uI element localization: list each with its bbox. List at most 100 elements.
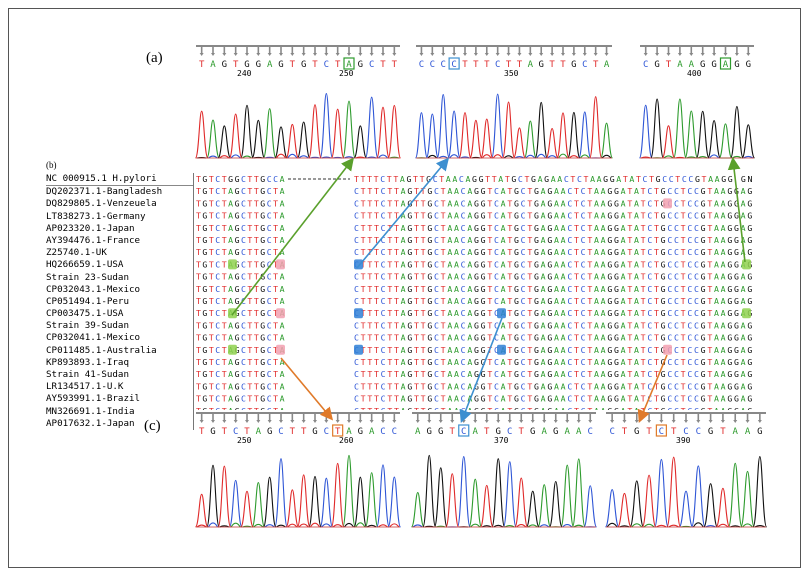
ruler-tick-arrow	[369, 53, 374, 56]
aligned-base: A	[454, 394, 459, 404]
aligned-base: T	[681, 259, 686, 269]
aligned-base: G	[734, 333, 739, 343]
aligned-base: G	[514, 284, 519, 294]
aligned-base: T	[707, 308, 712, 318]
aligned-base: A	[721, 369, 726, 379]
aligned-base: T	[254, 211, 259, 221]
aligned-base: C	[241, 381, 246, 391]
aligned-base: A	[714, 357, 719, 367]
aligned-base: A	[401, 357, 406, 367]
aligned-base: T	[247, 235, 252, 245]
aligned-base: G	[701, 272, 706, 282]
aligned-base: G	[235, 272, 240, 282]
aligned-base: T	[574, 223, 579, 233]
aligned-base: T	[421, 345, 426, 355]
aligned-base: A	[401, 406, 406, 410]
aligned-base: G	[661, 247, 666, 257]
aligned-base: A	[554, 381, 559, 391]
aligned-base: C	[567, 333, 572, 343]
aligned-base: G	[661, 381, 666, 391]
aligned-base: A	[621, 272, 626, 282]
aligned-base: T	[623, 174, 628, 184]
aligned-base: C	[215, 284, 220, 294]
aligned-base: G	[202, 357, 207, 367]
aligned-base: C	[674, 345, 679, 355]
sequence-name: Strain 41-Sudan	[46, 369, 129, 380]
aligned-base: T	[527, 272, 532, 282]
aligned-base: T	[374, 247, 379, 257]
aligned-base: T	[654, 308, 659, 318]
aligned-base: T	[196, 381, 201, 391]
base-letter: C	[419, 60, 424, 70]
aligned-base: A	[594, 284, 599, 294]
aligned-base: T	[587, 296, 592, 306]
aligned-base: G	[407, 284, 412, 294]
aligned-base: C	[521, 247, 526, 257]
aligned-base: C	[647, 247, 652, 257]
aligned-base: G	[427, 308, 432, 318]
aligned-base: T	[394, 381, 399, 391]
aligned-base: A	[594, 235, 599, 245]
aligned-base: T	[654, 381, 659, 391]
aligned-base: G	[202, 394, 207, 404]
base-letter: G	[746, 60, 751, 70]
mutation-highlight	[354, 344, 363, 355]
aligned-base: T	[209, 357, 214, 367]
aligned-base: T	[414, 259, 419, 269]
aligned-base: C	[434, 406, 439, 410]
aligned-base: T	[394, 211, 399, 221]
aligned-base: T	[421, 284, 426, 294]
aligned-base: C	[241, 198, 246, 208]
aligned-base: G	[481, 284, 486, 294]
base-letter: T	[666, 60, 672, 70]
aligned-base: T	[707, 406, 712, 410]
ruler-tick-arrow	[708, 420, 713, 423]
aligned-base: G	[202, 333, 207, 343]
position-number: 260	[339, 436, 354, 445]
aligned-base: T	[222, 247, 227, 257]
aligned-base: G	[202, 369, 207, 379]
aligned-base: A	[498, 174, 503, 184]
aligned-base: C	[381, 259, 386, 269]
aligned-base: T	[367, 406, 372, 410]
aligned-base: C	[494, 357, 499, 367]
aligned-base: A	[621, 381, 626, 391]
aligned-base: A	[554, 406, 559, 410]
aligned-base: G	[534, 186, 539, 196]
aligned-base: G	[481, 320, 486, 330]
aligned-base: A	[401, 308, 406, 318]
aligned-base: G	[260, 308, 265, 318]
aligned-base: C	[434, 235, 439, 245]
aligned-base: G	[727, 333, 732, 343]
ruler-tick-arrow	[593, 53, 598, 56]
aligned-base: C	[667, 369, 672, 379]
aligned-base: T	[441, 198, 446, 208]
aligned-base: G	[607, 186, 612, 196]
aligned-base: T	[441, 369, 446, 379]
aligned-base: T	[273, 320, 278, 330]
highlight-box	[719, 57, 732, 70]
aligned-base: G	[747, 272, 752, 282]
aligned-base: G	[607, 259, 612, 269]
aligned-base: A	[401, 235, 406, 245]
aligned-base: C	[521, 381, 526, 391]
ruler-tick-arrow	[199, 420, 204, 423]
aligned-base: G	[607, 381, 612, 391]
trace-T	[194, 104, 402, 159]
aligned-base: G	[481, 394, 486, 404]
aligned-base: G	[479, 174, 484, 184]
aligned-base: G	[514, 394, 519, 404]
aligned-base: A	[554, 186, 559, 196]
aligned-base: C	[461, 247, 466, 257]
aligned-base: G	[407, 333, 412, 343]
aligned-base: A	[501, 272, 506, 282]
aligned-base: A	[621, 223, 626, 233]
aligned-base: G	[534, 272, 539, 282]
sequence-name: Z25740.1-UK	[46, 247, 107, 259]
aligned-base: G	[514, 320, 519, 330]
aligned-base: A	[447, 235, 452, 245]
aligned-base: C	[694, 406, 699, 410]
aligned-base: T	[222, 320, 227, 330]
ruler-tick-arrow	[419, 53, 424, 56]
